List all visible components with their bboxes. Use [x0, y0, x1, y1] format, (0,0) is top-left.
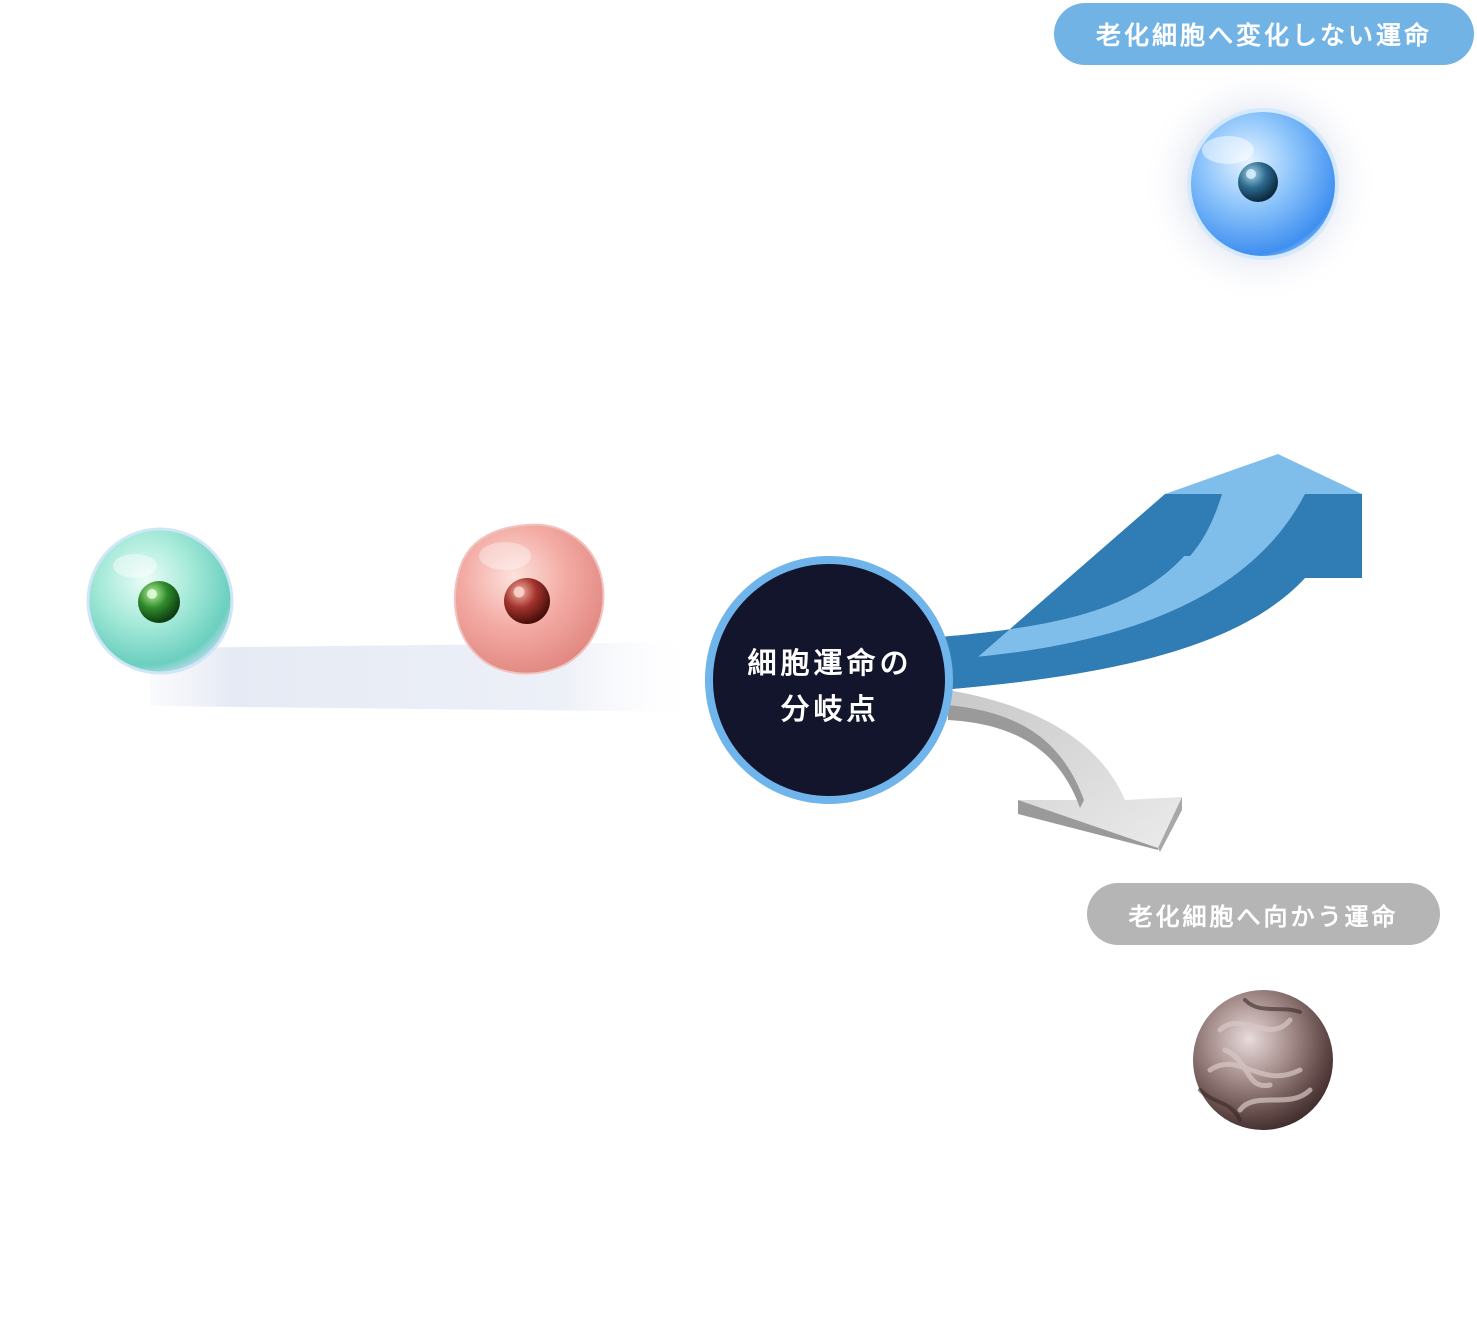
blue-cell [1140, 64, 1380, 304]
branch-point-label: 細胞運命の 分岐点 [700, 640, 960, 730]
senescence-fate-label: 老化細胞へ向かう運命 [1087, 883, 1440, 945]
red-cell [454, 523, 605, 675]
lower-fate-arrow [948, 690, 1182, 852]
green-cell [86, 527, 234, 675]
red-cell-nucleus [504, 578, 550, 624]
branch-point-line2: 分岐点 [780, 692, 880, 726]
no-senescence-fate-label: 老化細胞へ変化しない運命 [1054, 3, 1474, 65]
senescent-cell [1193, 990, 1333, 1130]
green-cell-nucleus [138, 581, 180, 623]
branch-point-circle [705, 556, 953, 804]
blue-cell-nucleus [1238, 162, 1278, 202]
motion-track [150, 642, 700, 712]
branch-point-line1: 細胞運命の [747, 646, 913, 680]
upper-fate-arrow [940, 454, 1362, 690]
